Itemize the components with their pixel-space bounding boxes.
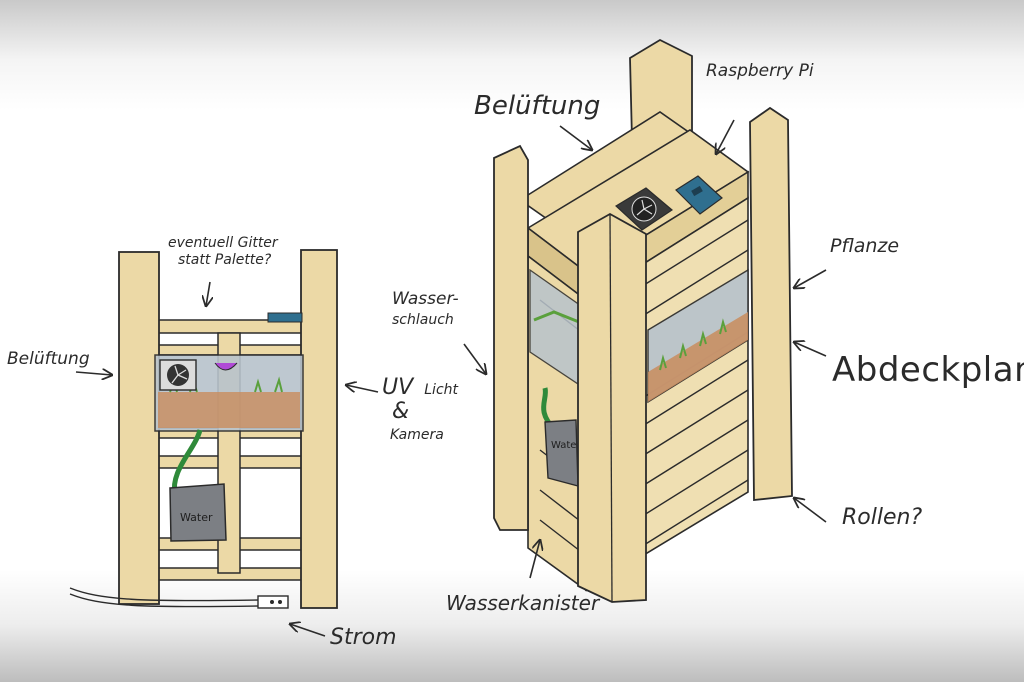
fan-icon xyxy=(159,359,197,391)
left-shelf-front-view: Water xyxy=(69,249,338,609)
label-wasserschlauch: Wasser- schlauch xyxy=(392,290,459,328)
label-kamera: Kamera xyxy=(390,427,444,444)
label-uv-kamera: UV Licht & Kamera xyxy=(382,375,458,444)
label-gitter-line1: eventuell Gitter xyxy=(168,235,278,251)
label-wasserschlauch-line2: schlauch xyxy=(392,311,454,328)
water-canister-left: Water xyxy=(169,483,227,542)
right-shelf-iso-view: Water xyxy=(493,38,793,603)
power-cable xyxy=(69,587,261,602)
label-uv: UV xyxy=(382,375,414,400)
label-wasserkanister: Wasserkanister xyxy=(446,591,600,615)
label-rollen: Rollen? xyxy=(842,505,923,530)
left-annotation-arrows xyxy=(75,281,379,637)
label-strom: Strom xyxy=(330,625,397,650)
label-licht: Licht xyxy=(424,382,458,398)
water-canister-right: Water xyxy=(544,419,581,487)
label-gitter-note: eventuell Gitter statt Palette? xyxy=(168,235,278,269)
uv-lamp-icon xyxy=(214,362,238,371)
fan-icon-top xyxy=(615,187,673,231)
front-left-post xyxy=(493,144,529,531)
water-canister-left-label: Water xyxy=(180,511,213,524)
label-gitter-line2: statt Palette? xyxy=(178,252,272,269)
grow-compartment-left xyxy=(154,354,304,432)
label-belueftung-right: Belüftung xyxy=(474,91,601,121)
water-canister-right-label: Water xyxy=(551,440,581,451)
label-raspberry-pi: Raspberry Pi xyxy=(706,61,814,81)
raspberry-pi-box-left xyxy=(267,312,303,323)
label-belueftung-left: Belüftung xyxy=(7,349,90,369)
right-annotation-arrows xyxy=(463,119,827,579)
front-right-post xyxy=(749,106,793,501)
right-post xyxy=(300,249,338,609)
label-abdeckplane: Abdeckplane xyxy=(832,350,1024,390)
label-ampersand: & xyxy=(392,399,410,425)
raspberry-pi-icon xyxy=(675,175,723,215)
left-post xyxy=(118,251,160,605)
label-wasserschlauch-line1: Wasser- xyxy=(392,289,459,309)
label-pflanze: Pflanze xyxy=(830,235,900,257)
label-uv-row: UV Licht xyxy=(382,375,458,400)
grow-compartment-right xyxy=(529,268,749,404)
